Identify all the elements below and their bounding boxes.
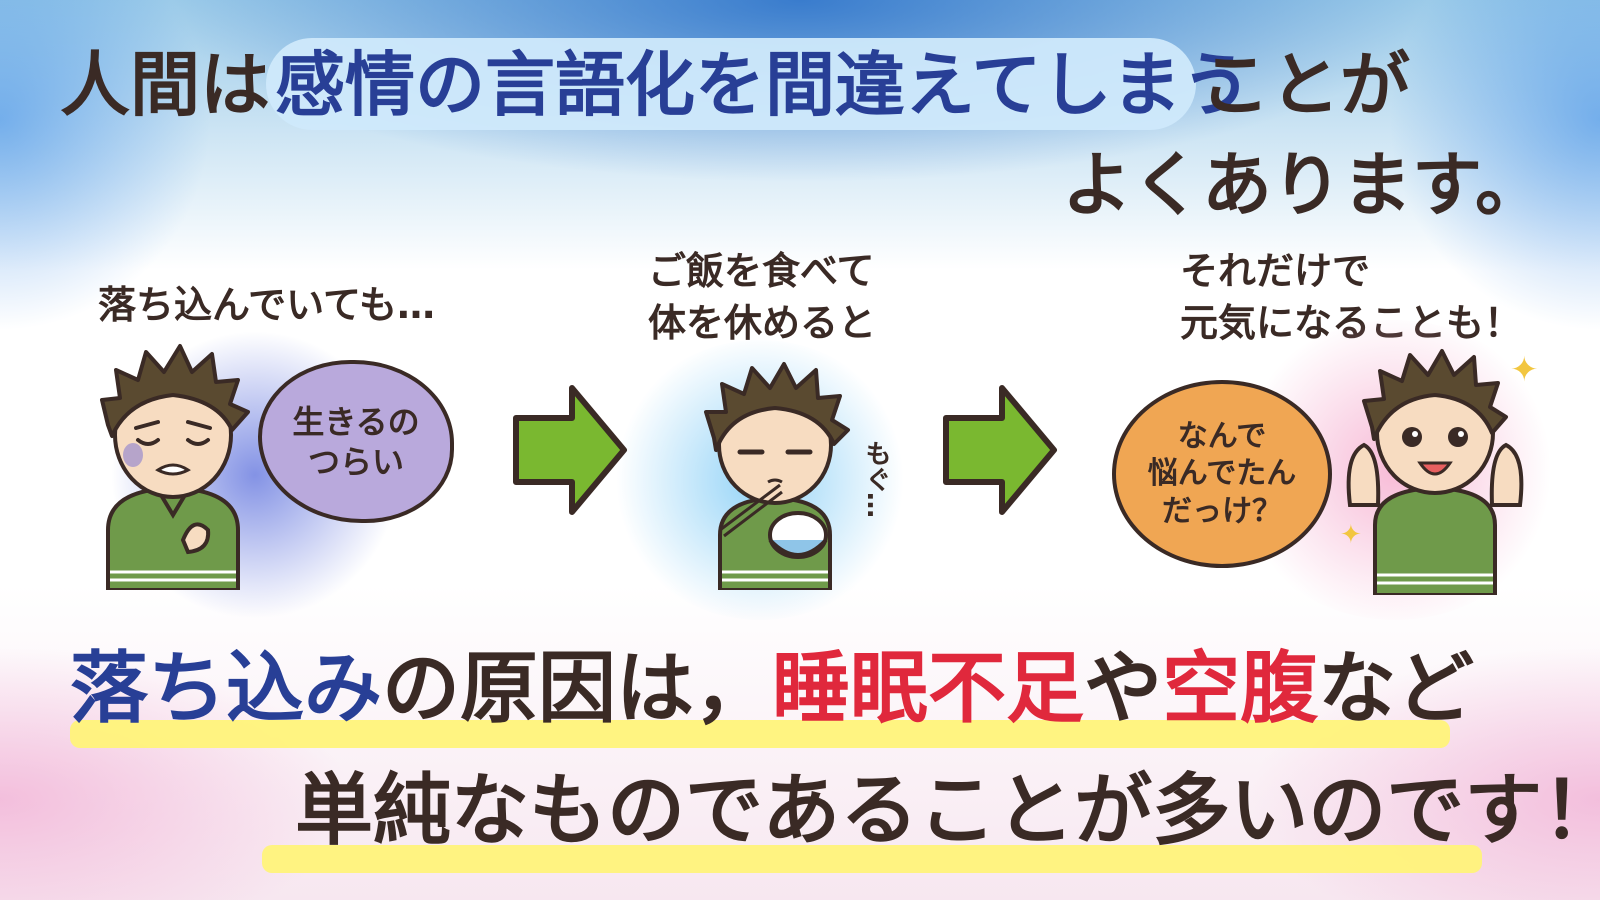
conclusion-highlight-1: [70, 720, 1450, 748]
panel1-caption: 落ち込んでいても…: [98, 283, 436, 327]
sad-man-illustration: [100, 344, 250, 590]
chewing-sfx: もぐ…: [861, 440, 891, 518]
right-arrow-icon: [513, 385, 627, 515]
conclusion-term-sleep: 睡眠不足: [772, 644, 1085, 734]
conclusion-text-ya: や: [1084, 644, 1163, 734]
sparkle-icon: ✦: [1340, 520, 1362, 550]
speech-bubble-happy: なんで 悩んでたん だっけ？: [1112, 380, 1332, 568]
bubble3-line3: だっけ？: [1162, 493, 1282, 529]
headline-line1-end: ことが: [1200, 44, 1410, 126]
conclusion-term-depression: 落ち込み: [70, 644, 383, 734]
happy-man-illustration: [1346, 349, 1524, 595]
bubble3-line2: 悩んでたん: [1147, 456, 1297, 492]
conclusion-term-hunger: 空腹: [1162, 644, 1319, 734]
conclusion-text-nado: など: [1318, 644, 1475, 734]
conclusion-line2: 単純なものであることが多いのです！: [295, 766, 1600, 856]
eating-man-illustration: [704, 362, 850, 590]
headline-line1-start: 人間は: [60, 44, 270, 126]
speech-bubble-sad: 生きるの つらい: [258, 360, 454, 523]
conclusion-text-cause: の原因は，: [382, 644, 773, 734]
conclusion-line1: 落ち込みの原因は，睡眠不足や空腹など: [70, 650, 1474, 728]
bubble3-line1: なんで: [1177, 418, 1267, 454]
headline-highlight: [266, 38, 1196, 130]
headline-line1-highlight: 感情の言語化を間違えてしまう: [275, 44, 1252, 126]
panel3-caption-line1: それだけで: [1180, 249, 1371, 293]
right-arrow-icon: [943, 385, 1057, 515]
panel2-caption-line2: 体を休めると: [648, 301, 877, 345]
headline-line2: よくあります。: [1062, 144, 1545, 226]
bubble1-line1: 生きるの: [292, 402, 420, 441]
sparkle-icon: ✦: [1510, 350, 1539, 390]
bubble1-line2: つらい: [307, 442, 404, 481]
panel2-caption-line1: ご飯を食べて: [648, 249, 875, 293]
conclusion-highlight-2: [262, 845, 1482, 873]
